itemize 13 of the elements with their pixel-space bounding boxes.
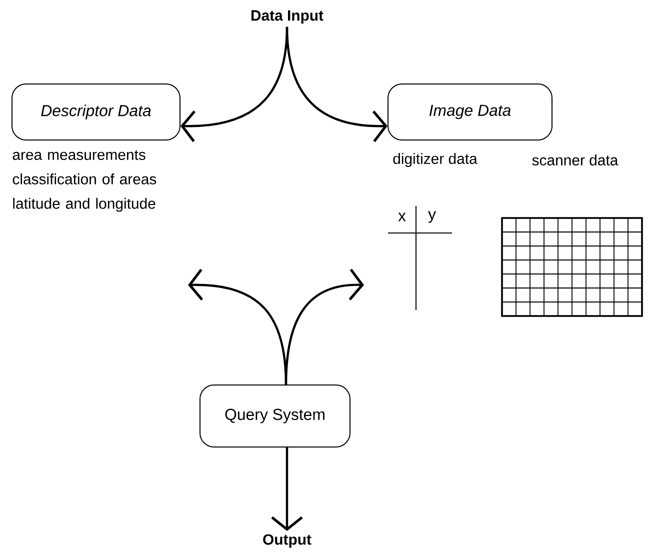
- heading-text: Output: [263, 534, 312, 548]
- heading-text: Data Input: [251, 10, 324, 24]
- arrow: [271, 448, 303, 532]
- note-text: area measurements classification of areas latitude and longitude: [12, 150, 156, 212]
- process-box: Image Data: [388, 84, 552, 140]
- column-label: y: [428, 211, 436, 223]
- arrow: [284, 268, 364, 385]
- caption-text: scanner data: [532, 154, 618, 166]
- arrow: [286, 26, 388, 142]
- column-label: x: [398, 212, 406, 222]
- process-box: Descriptor Data: [12, 84, 180, 140]
- caption-text: digitizer data: [393, 153, 478, 167]
- process-box: Query System: [200, 384, 350, 448]
